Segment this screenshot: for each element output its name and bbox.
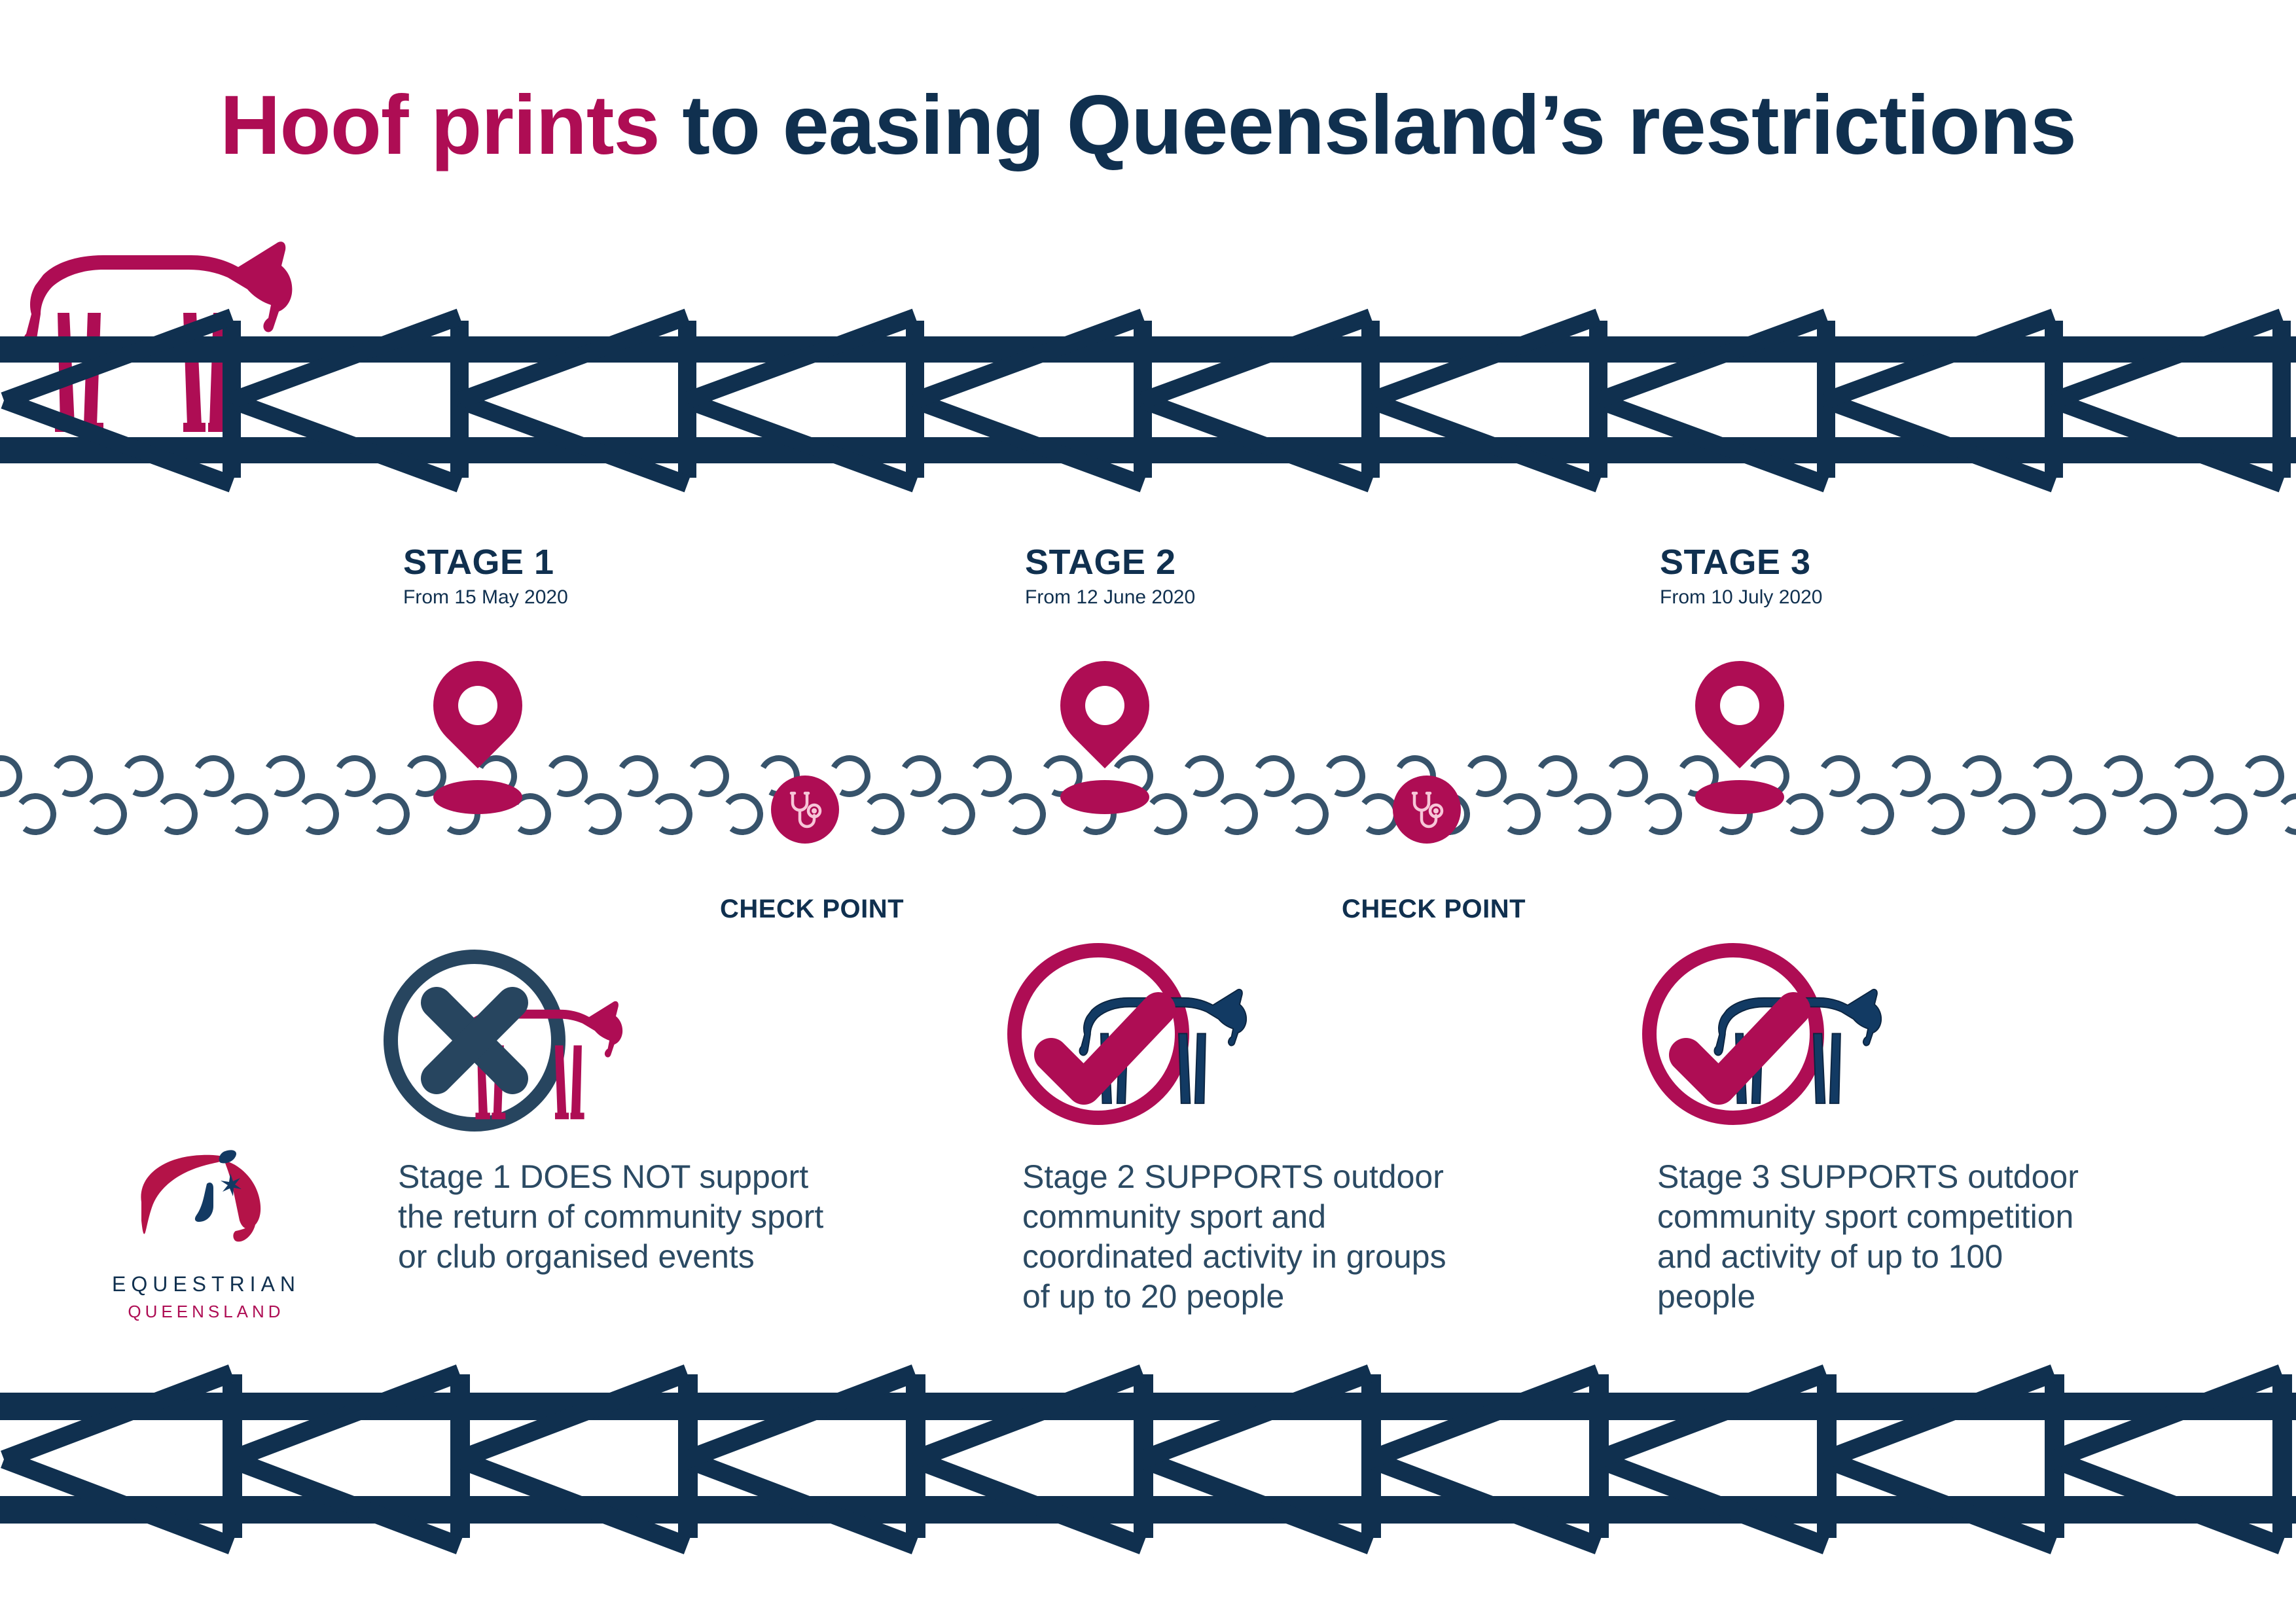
hoof-print-icon — [11, 790, 60, 838]
hoof-print-icon — [1283, 790, 1332, 838]
map-pin-icon — [414, 642, 541, 769]
hoof-print-icon — [2237, 750, 2289, 802]
stage-3-body: Stage 3 SUPPORTS outdoor community sport… — [1657, 1158, 2079, 1315]
hoof-print-icon — [541, 750, 593, 802]
hoof-print-icon — [1177, 750, 1229, 802]
hoof-print-icon — [1566, 790, 1615, 838]
fence-post — [2272, 1374, 2292, 1538]
hoof-print-icon — [2202, 790, 2251, 838]
hoof-print-icon — [223, 790, 272, 838]
stage-1-body: Stage 1 DOES NOT support the return of c… — [398, 1158, 824, 1275]
stage-1-header: STAGE 1 From 15 May 2020 — [403, 544, 568, 607]
stage-2-map-pin — [1041, 642, 1168, 825]
logo-line-2: QUEENSLAND — [128, 1302, 285, 1321]
hoof-print-icon — [1213, 790, 1261, 838]
map-pin-icon — [1676, 642, 1803, 769]
hoof-print-icon — [82, 790, 130, 838]
hoof-print-icon — [930, 790, 978, 838]
hoof-print-icon — [1637, 790, 1685, 838]
hoof-print-icon — [1247, 750, 1300, 802]
page-title-accent: Hoof prints — [220, 79, 660, 172]
stage-heading: STAGE 3 — [1660, 543, 1811, 582]
hoof-print-icon — [329, 750, 381, 802]
stethoscope-icon — [771, 776, 839, 844]
map-pin-shadow — [1060, 780, 1149, 814]
hoof-print-icon — [2132, 790, 2180, 838]
hoof-print-icon — [2273, 790, 2296, 838]
stage-heading: STAGE 2 — [1025, 543, 1176, 582]
map-pin-shadow — [433, 780, 522, 814]
stage-3-header: STAGE 3 From 10 July 2020 — [1660, 544, 1822, 607]
logo-line-1: EQUESTRIAN — [111, 1272, 301, 1296]
hoof-print-icon — [1920, 790, 1968, 838]
hoof-print-icon — [0, 750, 27, 802]
hoof-print-icon — [187, 750, 240, 802]
checkpoint-label: CHECK POINT — [720, 895, 905, 923]
stage-date: From 12 June 2020 — [1025, 586, 1196, 608]
stage-2-header: STAGE 2 From 12 June 2020 — [1025, 544, 1195, 607]
hoof-print-icon — [1813, 750, 1865, 802]
bottom-fence — [0, 1364, 2296, 1555]
map-pin-icon — [1041, 642, 1168, 769]
fence-post — [2272, 321, 2291, 478]
hoof-print-icon — [294, 790, 342, 838]
hoof-print-icon — [258, 750, 310, 802]
stage-3-map-pin — [1676, 642, 1803, 825]
hoof-print-icon — [2096, 750, 2148, 802]
hoof-print-icon — [965, 750, 1017, 802]
check-circle-horse-icon — [1007, 943, 1247, 1125]
hoof-print-icon — [647, 790, 696, 838]
checkpoint-2: CHECK POINT — [1342, 776, 1526, 924]
hoof-print-icon — [2025, 750, 2077, 802]
top-fence — [0, 308, 2296, 493]
equestrian-horse-head-logo — [118, 1142, 295, 1263]
hoof-print-icon — [577, 790, 625, 838]
stage-date: From 15 May 2020 — [403, 586, 568, 608]
hoof-print-icon — [152, 790, 201, 838]
equestrian-queensland-logo: EQUESTRIAN QUEENSLAND — [98, 1142, 314, 1322]
page-title: Hoof prints to easing Queensland’s restr… — [0, 77, 2296, 173]
stage-1-map-pin — [414, 642, 541, 825]
hoof-print-icon — [2061, 790, 2109, 838]
hoof-print-icon — [1990, 790, 2039, 838]
hoof-print-icon — [1530, 750, 1583, 802]
stage-heading: STAGE 1 — [403, 543, 554, 582]
cross-circle-horse-icon — [384, 950, 623, 1132]
check-circle-horse-icon — [1642, 943, 1882, 1125]
hoof-print-icon — [1001, 790, 1049, 838]
hoof-print-icon — [611, 750, 664, 802]
hoof-print-icon — [1884, 750, 1936, 802]
stethoscope-icon — [1393, 776, 1461, 844]
hoof-print-icon — [1849, 790, 1897, 838]
hoof-print-icon — [46, 750, 98, 802]
hoof-print-icon — [365, 790, 413, 838]
hoof-print-icon — [2166, 750, 2219, 802]
stage-date: From 10 July 2020 — [1660, 586, 1823, 608]
map-pin-shadow — [1695, 780, 1784, 814]
hoof-print-icon — [1954, 750, 2007, 802]
page-title-rest: to easing Queensland’s restrictions — [659, 79, 2077, 172]
checkpoint-label: CHECK POINT — [1342, 895, 1526, 923]
hoof-print-icon — [1601, 750, 1653, 802]
checkpoint-1: CHECK POINT — [720, 776, 905, 924]
stage-2-body: Stage 2 SUPPORTS outdoor community sport… — [1022, 1158, 1446, 1315]
hoof-print-icon — [894, 750, 946, 802]
hoof-print-icon — [117, 750, 169, 802]
